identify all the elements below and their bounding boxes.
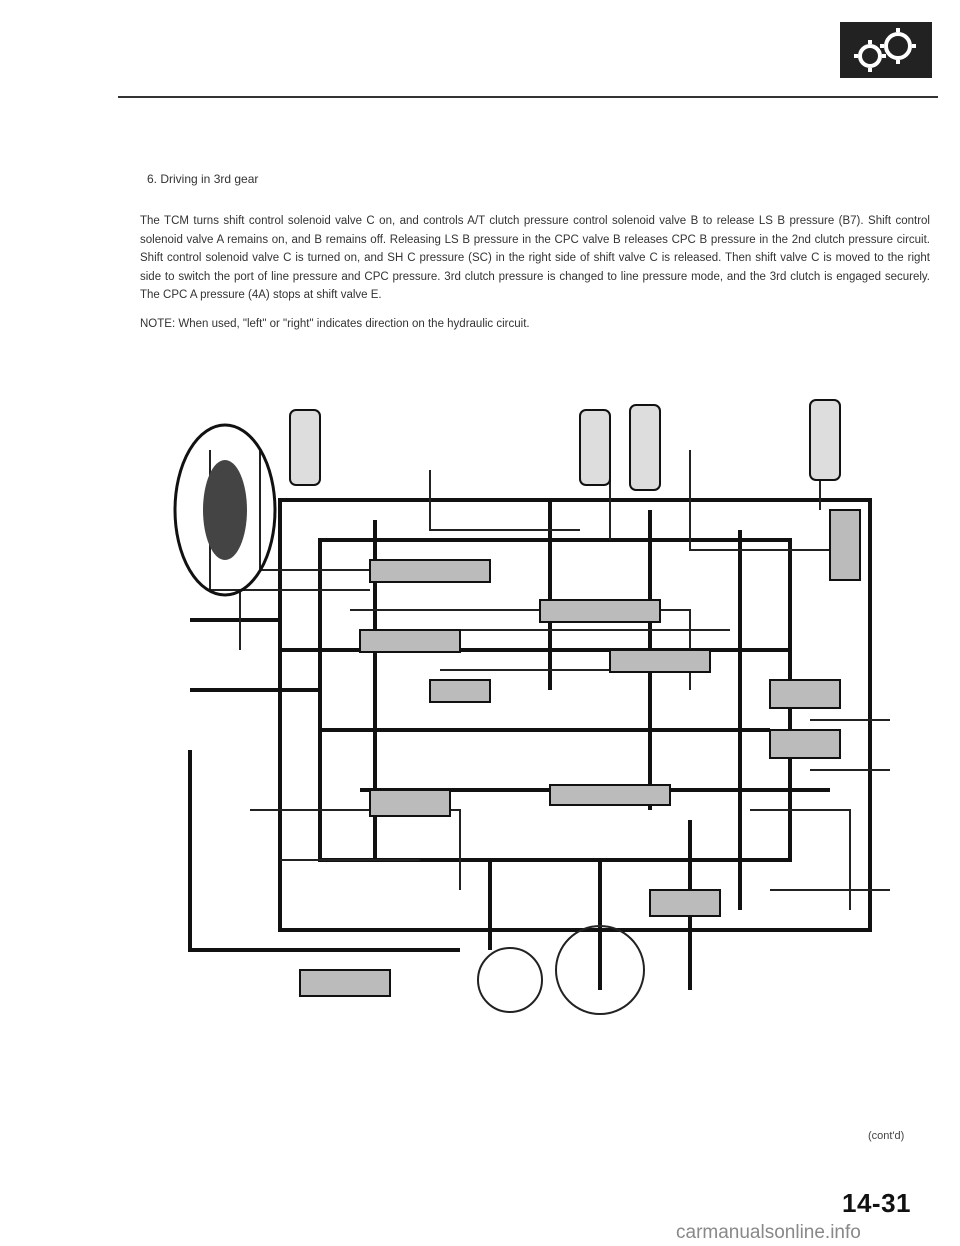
direction-note: NOTE: When used, "left" or "right" indic… [140,318,530,330]
hydraulic-circuit-diagram [130,390,930,1030]
page-number: 14-31 [842,1188,911,1218]
continued-label: (cont'd) [868,1130,905,1142]
transmission-gears-icon [840,22,932,78]
section-paragraph: The TCM turns shift control solenoid val… [140,215,930,301]
watermark: carmanualsonline.info [676,1222,861,1243]
section-heading: 6. Driving in 3rd gear [147,172,259,186]
header-divider [118,96,938,98]
